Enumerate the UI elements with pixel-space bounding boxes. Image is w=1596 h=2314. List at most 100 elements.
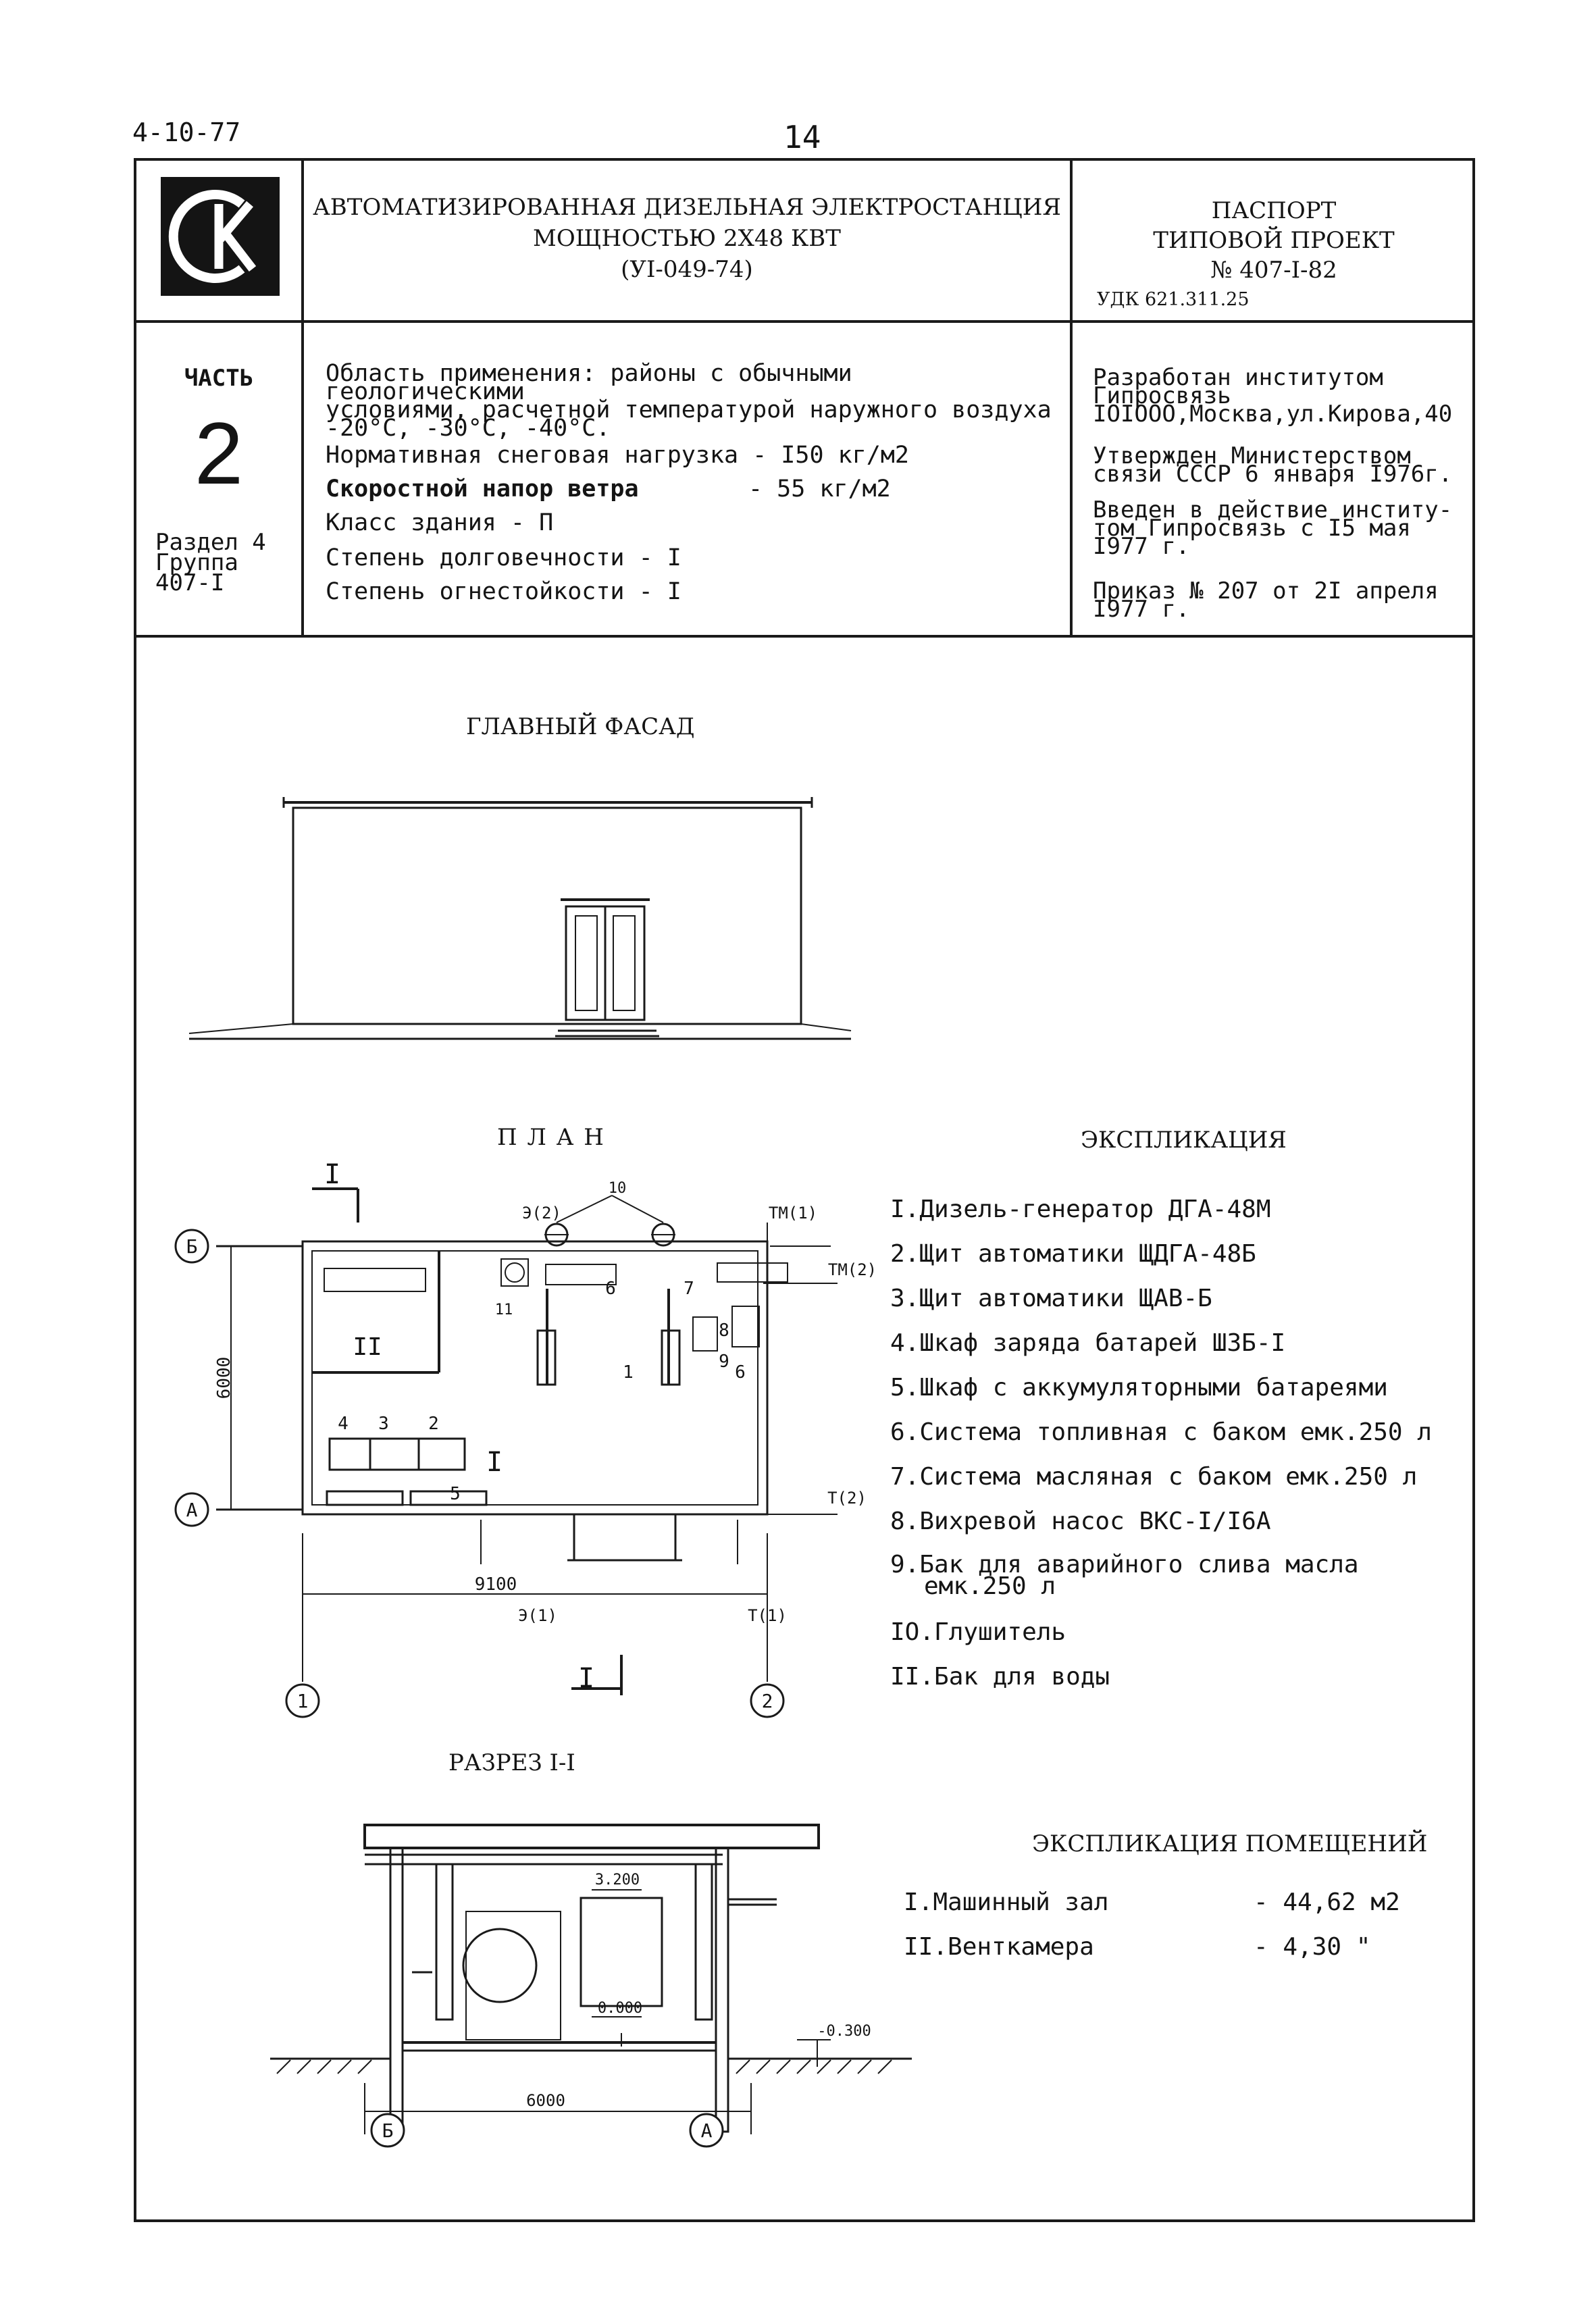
durability-degree: Степень долговечности - I bbox=[326, 544, 681, 571]
title-line-3: (УI-049-74) bbox=[621, 256, 753, 283]
mark-floor-value: 0.000 bbox=[598, 2000, 642, 2017]
institute-logo bbox=[161, 177, 280, 296]
explication-item-10: IO.Глушитель bbox=[890, 1618, 1066, 1646]
left-column-divider bbox=[301, 158, 304, 636]
section-label: Раздел 4 bbox=[155, 529, 266, 556]
fire-resistance-degree: Степень огнестойкости - I bbox=[326, 578, 681, 605]
axis-a-label: А bbox=[186, 1499, 198, 1521]
project-number: № 407-I-82 bbox=[1210, 257, 1337, 284]
application-line-1: Область применения: районы с обычными ге… bbox=[326, 360, 852, 405]
pipe-e2-label: Э(2) bbox=[522, 1204, 561, 1223]
developer-address: IOIOOO,Москва,ул.Кирова,40 bbox=[1093, 401, 1453, 428]
explication-item-11: II.Бак для воды bbox=[890, 1663, 1110, 1691]
title-line-2: МОЩНОСТЬЮ 2Х48 КВТ bbox=[533, 225, 841, 252]
mark-ground-value: -0.300 bbox=[817, 2023, 871, 2040]
plan-depth-dim: 6000 bbox=[214, 1357, 234, 1399]
room-II-label: II bbox=[353, 1333, 382, 1361]
group-info: Раздел 4 Группа 407-I bbox=[155, 529, 266, 596]
order-line-1: Приказ № 207 от 2I апреля bbox=[1093, 577, 1439, 605]
section-axis-a-label: А bbox=[701, 2119, 713, 2142]
rooms-explication-title: ЭКСПЛИКАЦИЯ ПОМЕЩЕНИЙ bbox=[1032, 1830, 1428, 1857]
pipe-tm2-label: ТМ(2) bbox=[828, 1260, 877, 1279]
explication-item-4: 4.Шкаф заряда батарей ШЗБ-I bbox=[890, 1329, 1286, 1357]
title-line-1: АВТОМАТИЗИРОВАННАЯ ДИЗЕЛЬНАЯ ЭЛЕКТРОСТАН… bbox=[313, 194, 1061, 221]
info-divider bbox=[134, 635, 1475, 638]
developer-line-1: Разработан институтом bbox=[1093, 364, 1383, 391]
pipe-t2-label: Т(2) bbox=[827, 1489, 867, 1508]
callout-7: 7 bbox=[684, 1279, 694, 1299]
order-block: Приказ № 207 от 2I апреля I977 г. bbox=[1093, 577, 1439, 623]
callout-9: 9 bbox=[719, 1352, 729, 1372]
room-row-2-area: - 4,30 " bbox=[1254, 1933, 1371, 1961]
approval-block: Утвержден Министерством связи СССР 6 янв… bbox=[1093, 442, 1453, 488]
enacted-line-2: том Гипросвязь с I5 мая bbox=[1093, 515, 1411, 542]
callout-3: 3 bbox=[378, 1414, 389, 1434]
callout-2: 2 bbox=[428, 1414, 439, 1434]
pipe-tm1-label: ТМ(1) bbox=[769, 1204, 817, 1223]
application-text: Область применения: районы с обычными ге… bbox=[326, 360, 1062, 440]
explication-item-1: I.Дизель-генератор ДГА-48М bbox=[890, 1195, 1271, 1223]
explication-item-5: 5.Шкаф с аккумуляторными батареями bbox=[890, 1374, 1388, 1402]
wind-pressure-value: - 55 кг/м2 bbox=[748, 475, 891, 503]
explication-title: ЭКСПЛИКАЦИЯ bbox=[1081, 1127, 1287, 1154]
snow-load: Нормативная снеговая нагрузка - I50 кг/м… bbox=[326, 442, 909, 469]
mark-top-value: 3.200 bbox=[595, 1872, 640, 1888]
developer-line-2: Гипросвязь bbox=[1093, 382, 1231, 409]
section-mark-bottom: I bbox=[578, 1663, 594, 1694]
approved-line-1: Утвержден Министерством bbox=[1093, 442, 1411, 469]
explication-item-9: 9.Бак для аварийного слива масла bbox=[890, 1551, 1359, 1578]
room-row-1-area: - 44,62 м2 bbox=[1254, 1888, 1400, 1916]
enacted-line-1: Введен в действие институ- bbox=[1093, 496, 1453, 523]
explication-item-6: 6.Система топливная с баком емк.250 л bbox=[890, 1418, 1432, 1446]
group-value: 407-I bbox=[155, 569, 225, 596]
passport-block: ПАСПОРТ ТИПОВОЙ ПРОЕКТ № 407-I-82 bbox=[1073, 196, 1475, 285]
callout-4: 4 bbox=[338, 1414, 349, 1434]
callout-10: 10 bbox=[609, 1180, 627, 1197]
series-code: 4-10-77 bbox=[132, 118, 241, 147]
axis-b-label: Б bbox=[186, 1235, 198, 1258]
page-number: 14 bbox=[783, 119, 821, 155]
explication-item-3: 3.Щит автоматики ЩАВ-Б bbox=[890, 1285, 1212, 1312]
axis-1-label: 1 bbox=[297, 1690, 309, 1712]
section-title: РАЗРЕЗ I-I bbox=[448, 1749, 575, 1776]
explication-item-9-cont: емк.250 л bbox=[924, 1572, 1056, 1600]
section-width-dim: 6000 bbox=[526, 2091, 565, 2110]
room-I-label: I bbox=[486, 1447, 503, 1478]
wind-pressure-label: Скоростной напор ветра bbox=[326, 475, 639, 503]
order-line-2: I977 г. bbox=[1093, 596, 1190, 623]
room-row-2-name: II.Венткамера bbox=[904, 1933, 1094, 1961]
pipe-t1-label: Т(1) bbox=[748, 1606, 787, 1625]
right-column-divider bbox=[1070, 158, 1073, 636]
typical-project-label: ТИПОВОЙ ПРОЕКТ bbox=[1153, 227, 1395, 254]
udk-code: УДК 621.311.25 bbox=[1097, 289, 1250, 310]
part-number: 2 bbox=[194, 404, 244, 503]
approved-line-2: связи СССР 6 января I976г. bbox=[1093, 461, 1453, 488]
facade-title: ГЛАВНЫЙ ФАСАД bbox=[466, 713, 695, 740]
callout-6-side: 6 bbox=[735, 1362, 746, 1383]
section-axis-b-label: Б bbox=[382, 2119, 394, 2142]
logo-emblem-icon bbox=[168, 190, 257, 283]
page-frame bbox=[134, 158, 1475, 2222]
callout-8: 8 bbox=[719, 1320, 729, 1341]
part-label: ЧАСТЬ bbox=[184, 365, 254, 392]
callout-5: 5 bbox=[450, 1484, 461, 1504]
plan-title: П Л А Н bbox=[497, 1124, 605, 1151]
plan-width-dim: 9100 bbox=[475, 1574, 517, 1595]
axis-2-label: 2 bbox=[762, 1690, 773, 1712]
section-mark-top: I bbox=[324, 1159, 340, 1190]
callout-1: 1 bbox=[623, 1362, 634, 1383]
explication-item-8: 8.Вихревой насос ВКС-I/I6А bbox=[890, 1508, 1271, 1535]
enacted-line-3: I977 г. bbox=[1093, 533, 1190, 560]
explication-item-2: 2.Щит автоматики ЩДГА-48Б bbox=[890, 1240, 1256, 1268]
header-divider bbox=[134, 320, 1475, 323]
enactment-block: Введен в действие институ- том Гипросвяз… bbox=[1093, 496, 1453, 560]
callout-11: 11 bbox=[495, 1302, 513, 1318]
room-row-1-name: I.Машинный зал bbox=[904, 1888, 1109, 1916]
main-facade-drawing bbox=[188, 797, 852, 1040]
callout-6-top: 6 bbox=[605, 1279, 616, 1299]
explication-item-7: 7.Система масляная с баком емк.250 л bbox=[890, 1463, 1418, 1491]
developer-block: Разработан институтом Гипросвязь IOIOOO,… bbox=[1093, 364, 1453, 428]
group-label: Группа bbox=[155, 549, 238, 576]
section-drawing: 3.200 0.000 -0.300 6000 Б А bbox=[270, 1824, 912, 2148]
